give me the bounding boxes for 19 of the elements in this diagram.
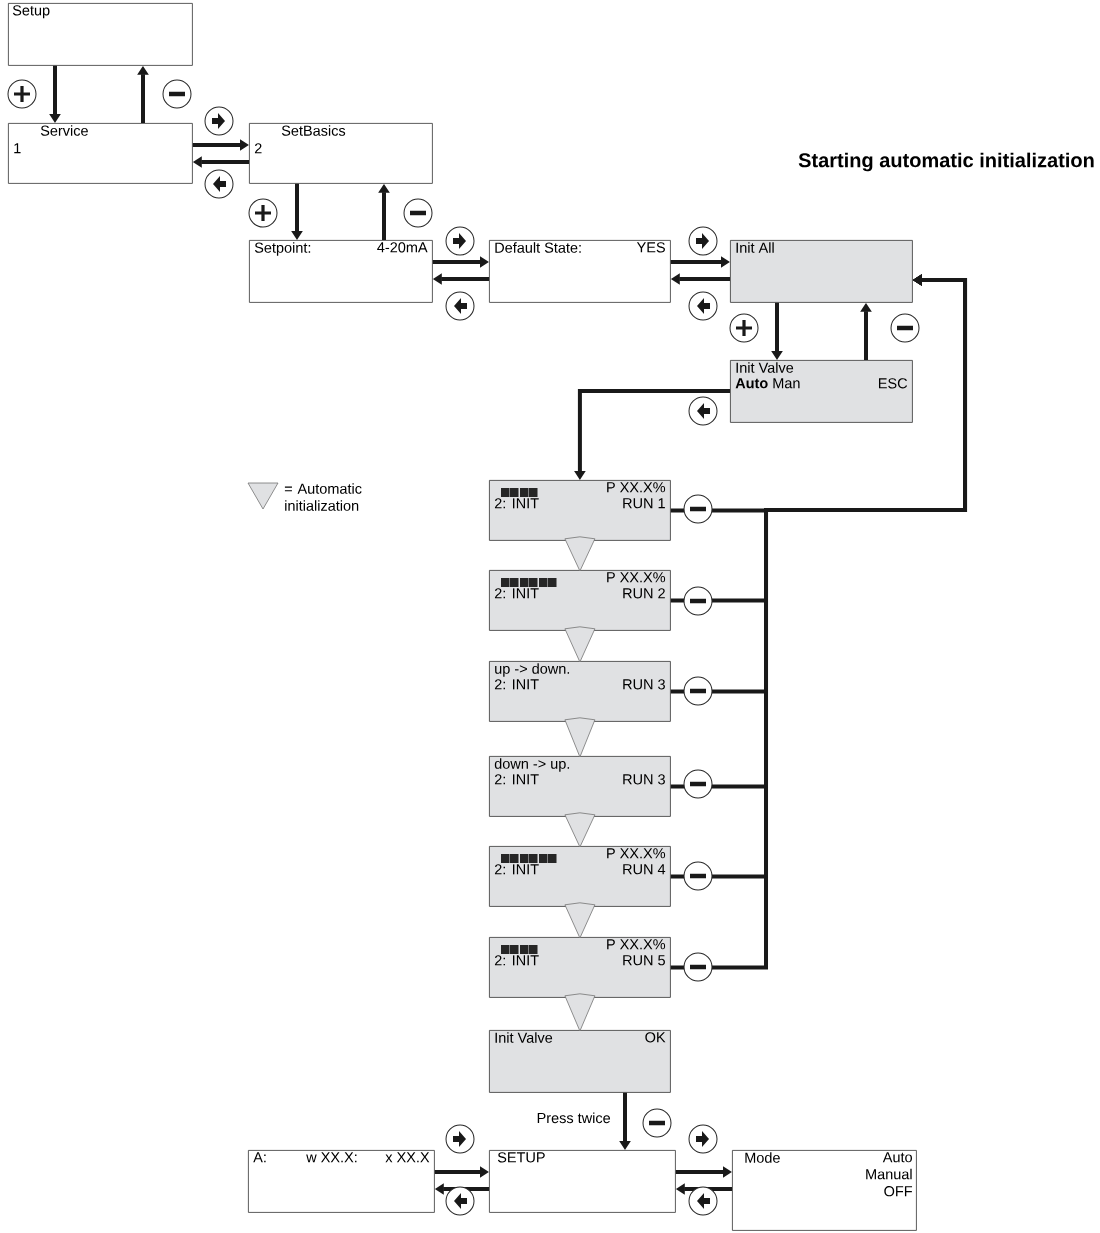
display-screen: SETUP (489, 1150, 676, 1213)
arrow (564, 536, 596, 572)
display-screen: Default State: YES (489, 240, 671, 303)
display-screen: Setpoint: 4-20mA (249, 240, 433, 303)
legend-text: = Automatic initialization (284, 483, 362, 511)
display-screen: Service 1 (8, 123, 193, 184)
display-screen: A: w XX.X: x XX.X (248, 1150, 435, 1213)
display-screen: SetBasics 2 (249, 123, 433, 184)
arrow (564, 993, 596, 1032)
edge-label: Press twice (535, 1111, 612, 1125)
display-screen: Init Valve Auto Man ESC (730, 360, 913, 423)
title: Starting automatic initialization (798, 152, 1094, 172)
arrow (564, 626, 596, 663)
display-screen: Setup (8, 3, 193, 66)
display-screen: Init All (730, 240, 913, 303)
arrow (564, 902, 596, 939)
arrow (564, 812, 596, 848)
display-screen: Mode Auto Manual OFF (732, 1150, 917, 1231)
arrow (564, 717, 596, 758)
